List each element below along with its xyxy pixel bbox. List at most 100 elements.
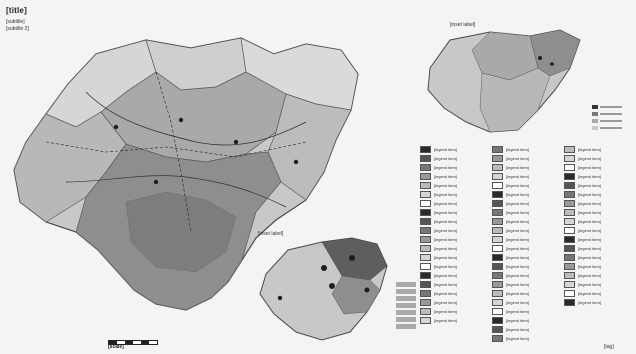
legend-item: [legend item] [564,290,630,298]
legend-item: [legend item] [420,272,486,280]
legend-swatch [492,173,503,181]
legend-swatch [492,218,503,226]
legend-item: [legend item] [492,155,558,163]
legend-label: [legend item] [434,210,457,216]
settlement-marker[interactable] [293,159,299,165]
legend-item: [legend item] [564,272,630,280]
legend-swatch [492,191,503,199]
settlement-marker[interactable] [321,265,327,271]
legend-swatch [564,254,575,262]
legend-swatch [492,281,503,289]
legend-swatch [564,164,575,172]
legend-label: [legend item] [578,273,601,279]
legend-item: [legend item] [420,155,486,163]
legend-label: [legend item] [506,201,529,207]
legend-swatch [420,218,431,226]
legend-swatch [564,155,575,163]
legend-item: [legend item] [492,335,558,343]
settlement-marker[interactable] [364,287,370,293]
legend-item: [legend item] [564,263,630,271]
legend-column-3: [legend item][legend item][legend item][… [564,146,630,350]
scale-bar [108,340,158,345]
legend-item: [legend item] [420,209,486,217]
legend-item: [legend item] [564,299,630,307]
legend-item: [legend item] [564,254,630,262]
main-territory-map[interactable] [6,32,416,337]
legend-swatch [492,245,503,253]
settlement-marker[interactable] [538,56,542,60]
legend-swatch [564,245,575,253]
settlement-marker[interactable] [349,255,355,261]
legend-swatch [564,200,575,208]
legend-swatch [564,209,575,217]
legend-swatch [564,236,575,244]
legend-item: [legend item] [420,173,486,181]
legend-column-2: [legend item][legend item][legend item][… [492,146,558,350]
settlement-marker[interactable] [178,117,184,123]
legend-item: [legend item] [420,317,486,325]
settlement-marker[interactable] [153,179,159,185]
legend-item: [legend item] [564,236,630,244]
legend-swatch [420,227,431,235]
road-line [155,71,192,233]
legend-item: [legend item] [420,308,486,316]
legend-item: [legend item] [564,164,630,172]
legend-label: [legend item] [506,282,529,288]
legend-label: [legend item] [506,318,529,324]
legend-item: [legend item] [564,218,630,226]
legend-label: [legend item] [434,309,457,315]
legend-item: [legend item] [420,254,486,262]
legend-item: [legend item] [564,191,630,199]
inset-map-top[interactable] [420,18,636,144]
legend-label: [legend item] [506,174,529,180]
legend-label: [legend item] [434,255,457,261]
legend-label: [legend item] [578,291,601,297]
legend-label: [legend item] [434,246,457,252]
legend-label: [legend item] [506,273,529,279]
legend-swatch [420,200,431,208]
road-line [45,141,307,158]
inset-bottom-label: [inset label] [258,231,284,237]
map-title: [title] [6,6,27,15]
legend-swatch [492,308,503,316]
inset-district [479,67,551,133]
legend-label: [legend item] [434,273,457,279]
legend-label: [legend item] [506,165,529,171]
legend-swatch [420,182,431,190]
legend-item: [legend item] [492,263,558,271]
map-legend: [legend item][legend item][legend item][… [420,146,632,350]
legend-label: [legend item] [578,237,601,243]
legend-swatch [564,299,575,307]
inset-map-bottom[interactable] [252,228,417,350]
legend-item: [legend item] [492,227,558,235]
legend-item: [legend item] [420,245,486,253]
legend-label: [legend item] [434,165,457,171]
settlement-marker[interactable] [113,124,119,130]
legend-swatch [420,236,431,244]
legend-label: [legend item] [506,192,529,198]
settlement-marker[interactable] [550,62,554,66]
legend-item: [legend item] [492,209,558,217]
legend-swatch [492,146,503,154]
legend-swatch [492,254,503,262]
legend-label: [legend item] [434,282,457,288]
legend-label: [legend item] [506,219,529,225]
settlement-marker[interactable] [329,283,335,289]
legend-item: [legend item] [492,299,558,307]
legend-column-1: [legend item] [legend item] [legend item] [… [420,146,486,350]
legend-item: [legend item] [564,200,630,208]
legend-item: [legend item] [492,254,558,262]
map-subtitle: [subtitle] [6,19,25,25]
legend-swatch [420,254,431,262]
legend-swatch [420,164,431,172]
inset-bottom-legend [396,282,416,342]
legend-item: [legend item] [564,281,630,289]
settlement-marker[interactable] [233,139,239,145]
legend-swatch [564,173,575,181]
legend-label: [legend item] [506,246,529,252]
legend-item: [legend item] [492,308,558,316]
legend-swatch [564,218,575,226]
legend-label: [legend item] [578,246,601,252]
settlement-marker[interactable] [277,295,283,301]
